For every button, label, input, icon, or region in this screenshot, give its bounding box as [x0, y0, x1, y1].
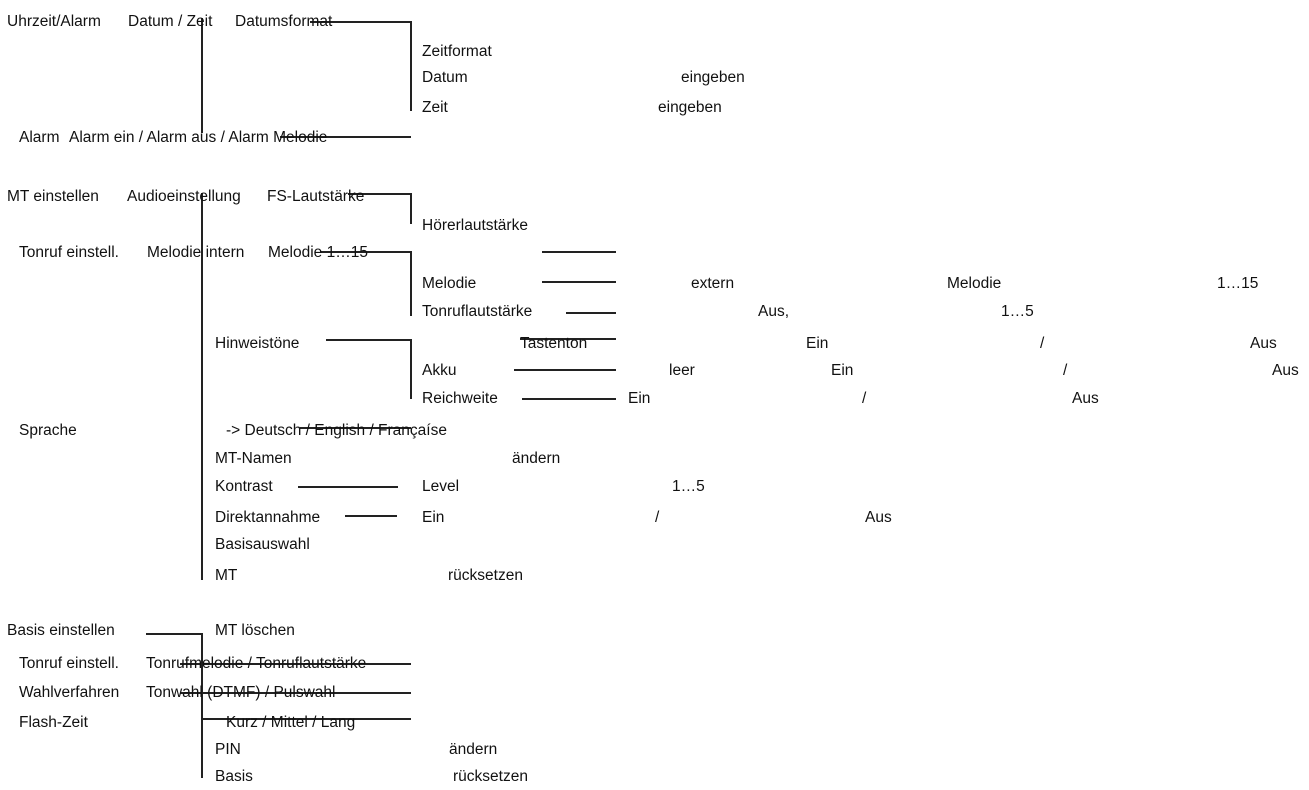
menu-alarm-options: Alarm ein / Alarm aus / Alarm Melodie — [69, 129, 328, 146]
tree-line — [514, 369, 616, 371]
menu-kontrast-level: Level — [422, 478, 460, 495]
tree-line — [201, 193, 203, 580]
tree-line — [300, 427, 411, 429]
menu-hoererlautstaerke: Hörerlautstärke — [422, 217, 528, 234]
menu-flash-options: Kurz / Mittel / Lang — [226, 714, 356, 731]
menu-basis-einstellen: Basis einstellen — [7, 622, 115, 639]
menu-akku-aus: Aus — [1272, 362, 1299, 379]
menu-melodie-extern: extern — [691, 275, 735, 292]
tree-line — [201, 633, 203, 778]
menu-uhrzeit-alarm: Uhrzeit/Alarm — [7, 13, 101, 30]
tree-line — [410, 251, 412, 316]
menu-melodie-intern: Melodie intern — [147, 244, 245, 261]
menu-basisauswahl: Basisauswahl — [215, 536, 310, 553]
tree-line — [522, 398, 616, 400]
menu-reichweite: Reichweite — [422, 390, 498, 407]
tree-line — [201, 18, 203, 133]
menu-melodie-extern-range: 1…15 — [1217, 275, 1259, 292]
menu-tastenton-aus: Aus — [1250, 335, 1277, 352]
tree-line — [410, 193, 412, 224]
menu-pin: PIN — [215, 741, 241, 758]
tree-line — [201, 718, 411, 720]
menu-basis-tonruf-options: Tonrufmelodie / Tonruflautstärke — [146, 655, 367, 672]
menu-reichweite-aus: Aus — [1072, 390, 1099, 407]
menu-wahlverfahren-options: Tonwahl (DTMF) / Pulswahl — [146, 684, 336, 701]
tree-line — [520, 338, 616, 340]
menu-melodie-extern-label: Melodie — [947, 275, 1002, 292]
menu-tastenton: Tastenton — [520, 335, 588, 352]
menu-akku-ein: Ein — [831, 362, 854, 379]
menu-tastenton-ein: Ein — [806, 335, 829, 352]
tree-line — [345, 515, 397, 517]
menu-akku-leer: leer — [669, 362, 695, 379]
tree-line — [542, 281, 616, 283]
menu-lautstaerke-aus: Aus, — [758, 303, 790, 320]
tree-line — [180, 692, 411, 694]
menu-mt: MT — [215, 567, 238, 584]
tree-line — [410, 21, 412, 111]
tree-line — [298, 486, 398, 488]
menu-zeit: Zeit — [422, 99, 448, 116]
menu-melodie: Melodie — [422, 275, 477, 292]
tree-line — [310, 21, 411, 23]
menu-reichweite-ein: Ein — [628, 390, 651, 407]
tree-line — [146, 633, 203, 635]
menu-akku-slash: / — [1063, 362, 1068, 379]
tree-line — [280, 136, 411, 138]
tree-line — [320, 251, 411, 253]
menu-basis: Basis — [215, 768, 253, 785]
menu-sprache: Sprache — [19, 422, 77, 439]
menu-melodie-intern-range: Melodie 1…15 — [268, 244, 368, 261]
menu-kontrast-range: 1…5 — [672, 478, 705, 495]
menu-wahlverfahren: Wahlverfahren — [19, 684, 120, 701]
menu-mt-namen: MT-Namen — [215, 450, 292, 467]
tree-line — [542, 251, 616, 253]
menu-hinweistoene: Hinweistöne — [215, 335, 300, 352]
menu-lautstaerke-range: 1…5 — [1001, 303, 1034, 320]
menu-flash-zeit: Flash-Zeit — [19, 714, 88, 731]
menu-audioeinstellung: Audioeinstellung — [127, 188, 241, 205]
menu-basis-ruecksetzen: rücksetzen — [453, 768, 528, 785]
menu-basis-tonruf: Tonruf einstell. — [19, 655, 119, 672]
tree-line — [566, 312, 616, 314]
menu-alarm: Alarm — [19, 129, 60, 146]
menu-reichweite-slash: / — [862, 390, 867, 407]
menu-direktannahme-slash: / — [655, 509, 660, 526]
menu-direktannahme-ein: Ein — [422, 509, 445, 526]
menu-mt-ruecksetzen: rücksetzen — [448, 567, 523, 584]
menu-mt-loeschen: MT löschen — [215, 622, 295, 639]
menu-kontrast: Kontrast — [215, 478, 273, 495]
menu-tastenton-slash: / — [1040, 335, 1045, 352]
menu-tonruf-einstellen: Tonruf einstell. — [19, 244, 119, 261]
menu-fs-lautstaerke: FS-Lautstärke — [267, 188, 365, 205]
tree-line — [326, 339, 411, 341]
menu-sprache-options: -> Deutsch / English / Françaíse — [226, 422, 447, 439]
tree-line — [348, 193, 411, 195]
menu-datum-zeit: Datum / Zeit — [128, 13, 213, 30]
menu-direktannahme: Direktannahme — [215, 509, 321, 526]
tree-line — [410, 339, 412, 399]
menu-datum-eingeben: eingeben — [681, 69, 745, 86]
menu-datumsformat: Datumsformat — [235, 13, 333, 30]
menu-mt-einstellen: MT einstellen — [7, 188, 99, 205]
menu-zeitformat: Zeitformat — [422, 43, 492, 60]
menu-pin-aendern: ändern — [449, 741, 498, 758]
menu-direktannahme-aus: Aus — [865, 509, 892, 526]
menu-zeit-eingeben: eingeben — [658, 99, 722, 116]
tree-line — [180, 663, 411, 665]
menu-datum: Datum — [422, 69, 468, 86]
menu-tonruflautstaerke: Tonruflautstärke — [422, 303, 533, 320]
menu-mt-namen-aendern: ändern — [512, 450, 561, 467]
menu-akku: Akku — [422, 362, 457, 379]
